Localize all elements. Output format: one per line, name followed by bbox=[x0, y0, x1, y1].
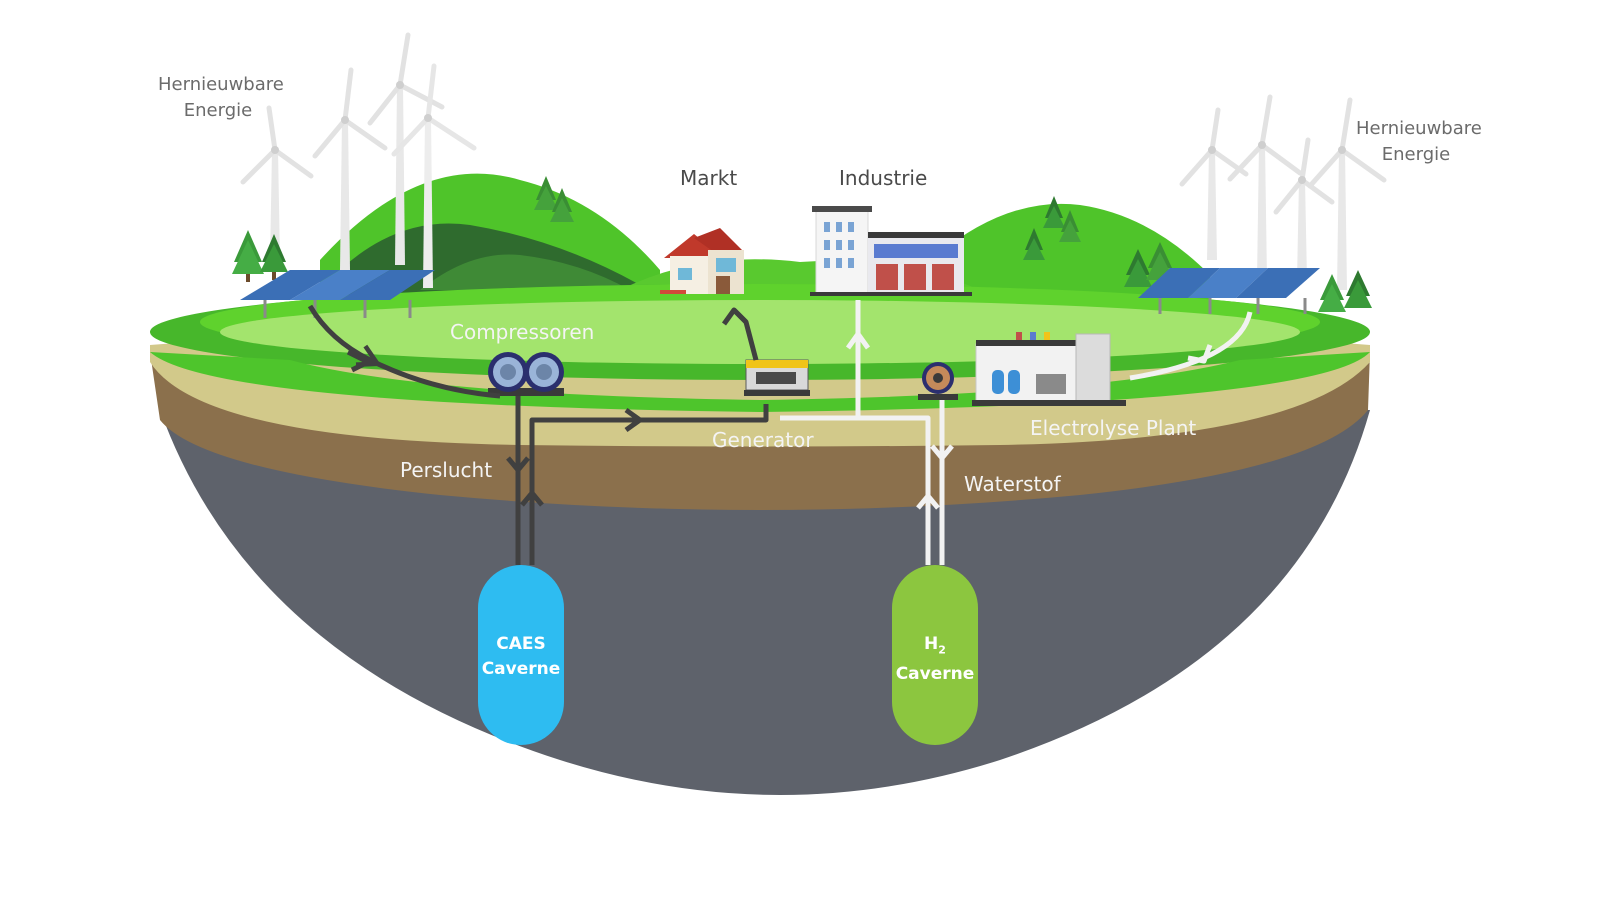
wind-turbine-icon bbox=[1227, 94, 1303, 280]
wind-turbine-icon bbox=[1179, 107, 1249, 260]
renewable-left-line2: Energie bbox=[183, 100, 253, 121]
compressed-air-label: Perslucht bbox=[400, 458, 493, 482]
wind-turbine-icon bbox=[367, 32, 445, 265]
flow-solar-to-compressors bbox=[307, 304, 501, 399]
h2-symbol: H bbox=[924, 634, 939, 654]
ground-cross-section bbox=[150, 326, 1370, 795]
factory-icon bbox=[810, 206, 972, 296]
arrow-up-waterstof bbox=[916, 493, 940, 510]
arrow-down-waterstof bbox=[930, 444, 954, 461]
wind-turbine-icon bbox=[391, 63, 477, 288]
renewable-right-line1: Hernieuwbare bbox=[1356, 118, 1482, 139]
solar-array-right bbox=[1138, 268, 1320, 314]
tree-icon bbox=[1344, 270, 1372, 308]
field-light bbox=[220, 300, 1300, 364]
arrow-right-generator bbox=[624, 407, 643, 433]
renewable-energy-left-label: Hernieuwbare Energie bbox=[158, 72, 284, 124]
market-label: Markt bbox=[680, 166, 738, 190]
industry-label: Industrie bbox=[839, 166, 928, 190]
rock-layer bbox=[160, 410, 1370, 795]
renewable-right-line2: Energie bbox=[1381, 144, 1451, 165]
tree-icon bbox=[1059, 210, 1081, 242]
arrow-up-perslucht bbox=[520, 490, 544, 507]
compressor-icon bbox=[488, 352, 564, 396]
renewable-energy-right-label: Hernieuwbare Energie bbox=[1356, 116, 1482, 168]
arrow-electrolysis-in bbox=[1187, 344, 1213, 364]
generator-icon bbox=[744, 359, 810, 396]
tree-icon bbox=[1124, 249, 1152, 287]
house-icon bbox=[660, 228, 744, 294]
tree-icon bbox=[232, 230, 264, 282]
arrow-down-perslucht bbox=[506, 456, 530, 473]
hill-left-dark2 bbox=[420, 254, 630, 290]
arrow-up-industry bbox=[845, 331, 871, 350]
electrolysis-plant-icon bbox=[918, 332, 1126, 406]
compressors-label: Compressoren bbox=[450, 320, 595, 344]
caes-cavern-line1: CAES bbox=[496, 634, 546, 654]
wind-turbine-icon bbox=[240, 105, 314, 260]
h2-subscript: 2 bbox=[938, 643, 946, 657]
tree-icon bbox=[550, 188, 574, 222]
flow-h2-cavern-up bbox=[858, 415, 931, 565]
generator-label: Generator bbox=[712, 428, 814, 452]
tree-icon bbox=[1023, 228, 1045, 260]
tree-icon bbox=[1318, 274, 1346, 312]
flow-hydrogen bbox=[780, 300, 1253, 565]
wind-turbine-icon bbox=[1307, 97, 1387, 290]
h2-cavern bbox=[892, 565, 978, 745]
renewable-left-line1: Hernieuwbare bbox=[158, 74, 284, 95]
tree-icon bbox=[534, 176, 558, 210]
h2-cavern-line2: Caverne bbox=[895, 664, 975, 685]
arrow-up-market bbox=[721, 307, 748, 326]
hydrogen-label: Waterstof bbox=[964, 472, 1061, 496]
electrolysis-small-tank bbox=[918, 362, 958, 400]
flow-compressed-air bbox=[307, 304, 769, 565]
tree-icon bbox=[260, 234, 288, 280]
caes-cavern-line2: Caverne bbox=[481, 659, 561, 679]
caes-cavern-label: CAES Caverne bbox=[478, 632, 564, 682]
electrolysis-plant-label: Electrolyse Plant bbox=[1030, 416, 1197, 440]
wind-turbine-icon bbox=[312, 67, 388, 270]
caes-cavern bbox=[478, 565, 564, 745]
wind-farm-left bbox=[240, 32, 477, 288]
solar-array-left bbox=[240, 270, 435, 318]
solar-panel-icon bbox=[1138, 268, 1320, 314]
solar-panel-icon bbox=[240, 270, 435, 318]
electrolysis-building bbox=[972, 332, 1126, 406]
arrow-head-solar bbox=[346, 349, 371, 373]
h2-cavern-line1: H2 bbox=[892, 632, 978, 662]
flow-solar-to-electrolysis bbox=[1129, 311, 1253, 381]
tree-icon bbox=[1043, 196, 1065, 228]
wind-turbine-icon bbox=[1273, 137, 1335, 280]
h2-cavern-label: H2 Caverne bbox=[892, 632, 978, 687]
wind-farm-right bbox=[1179, 94, 1387, 290]
